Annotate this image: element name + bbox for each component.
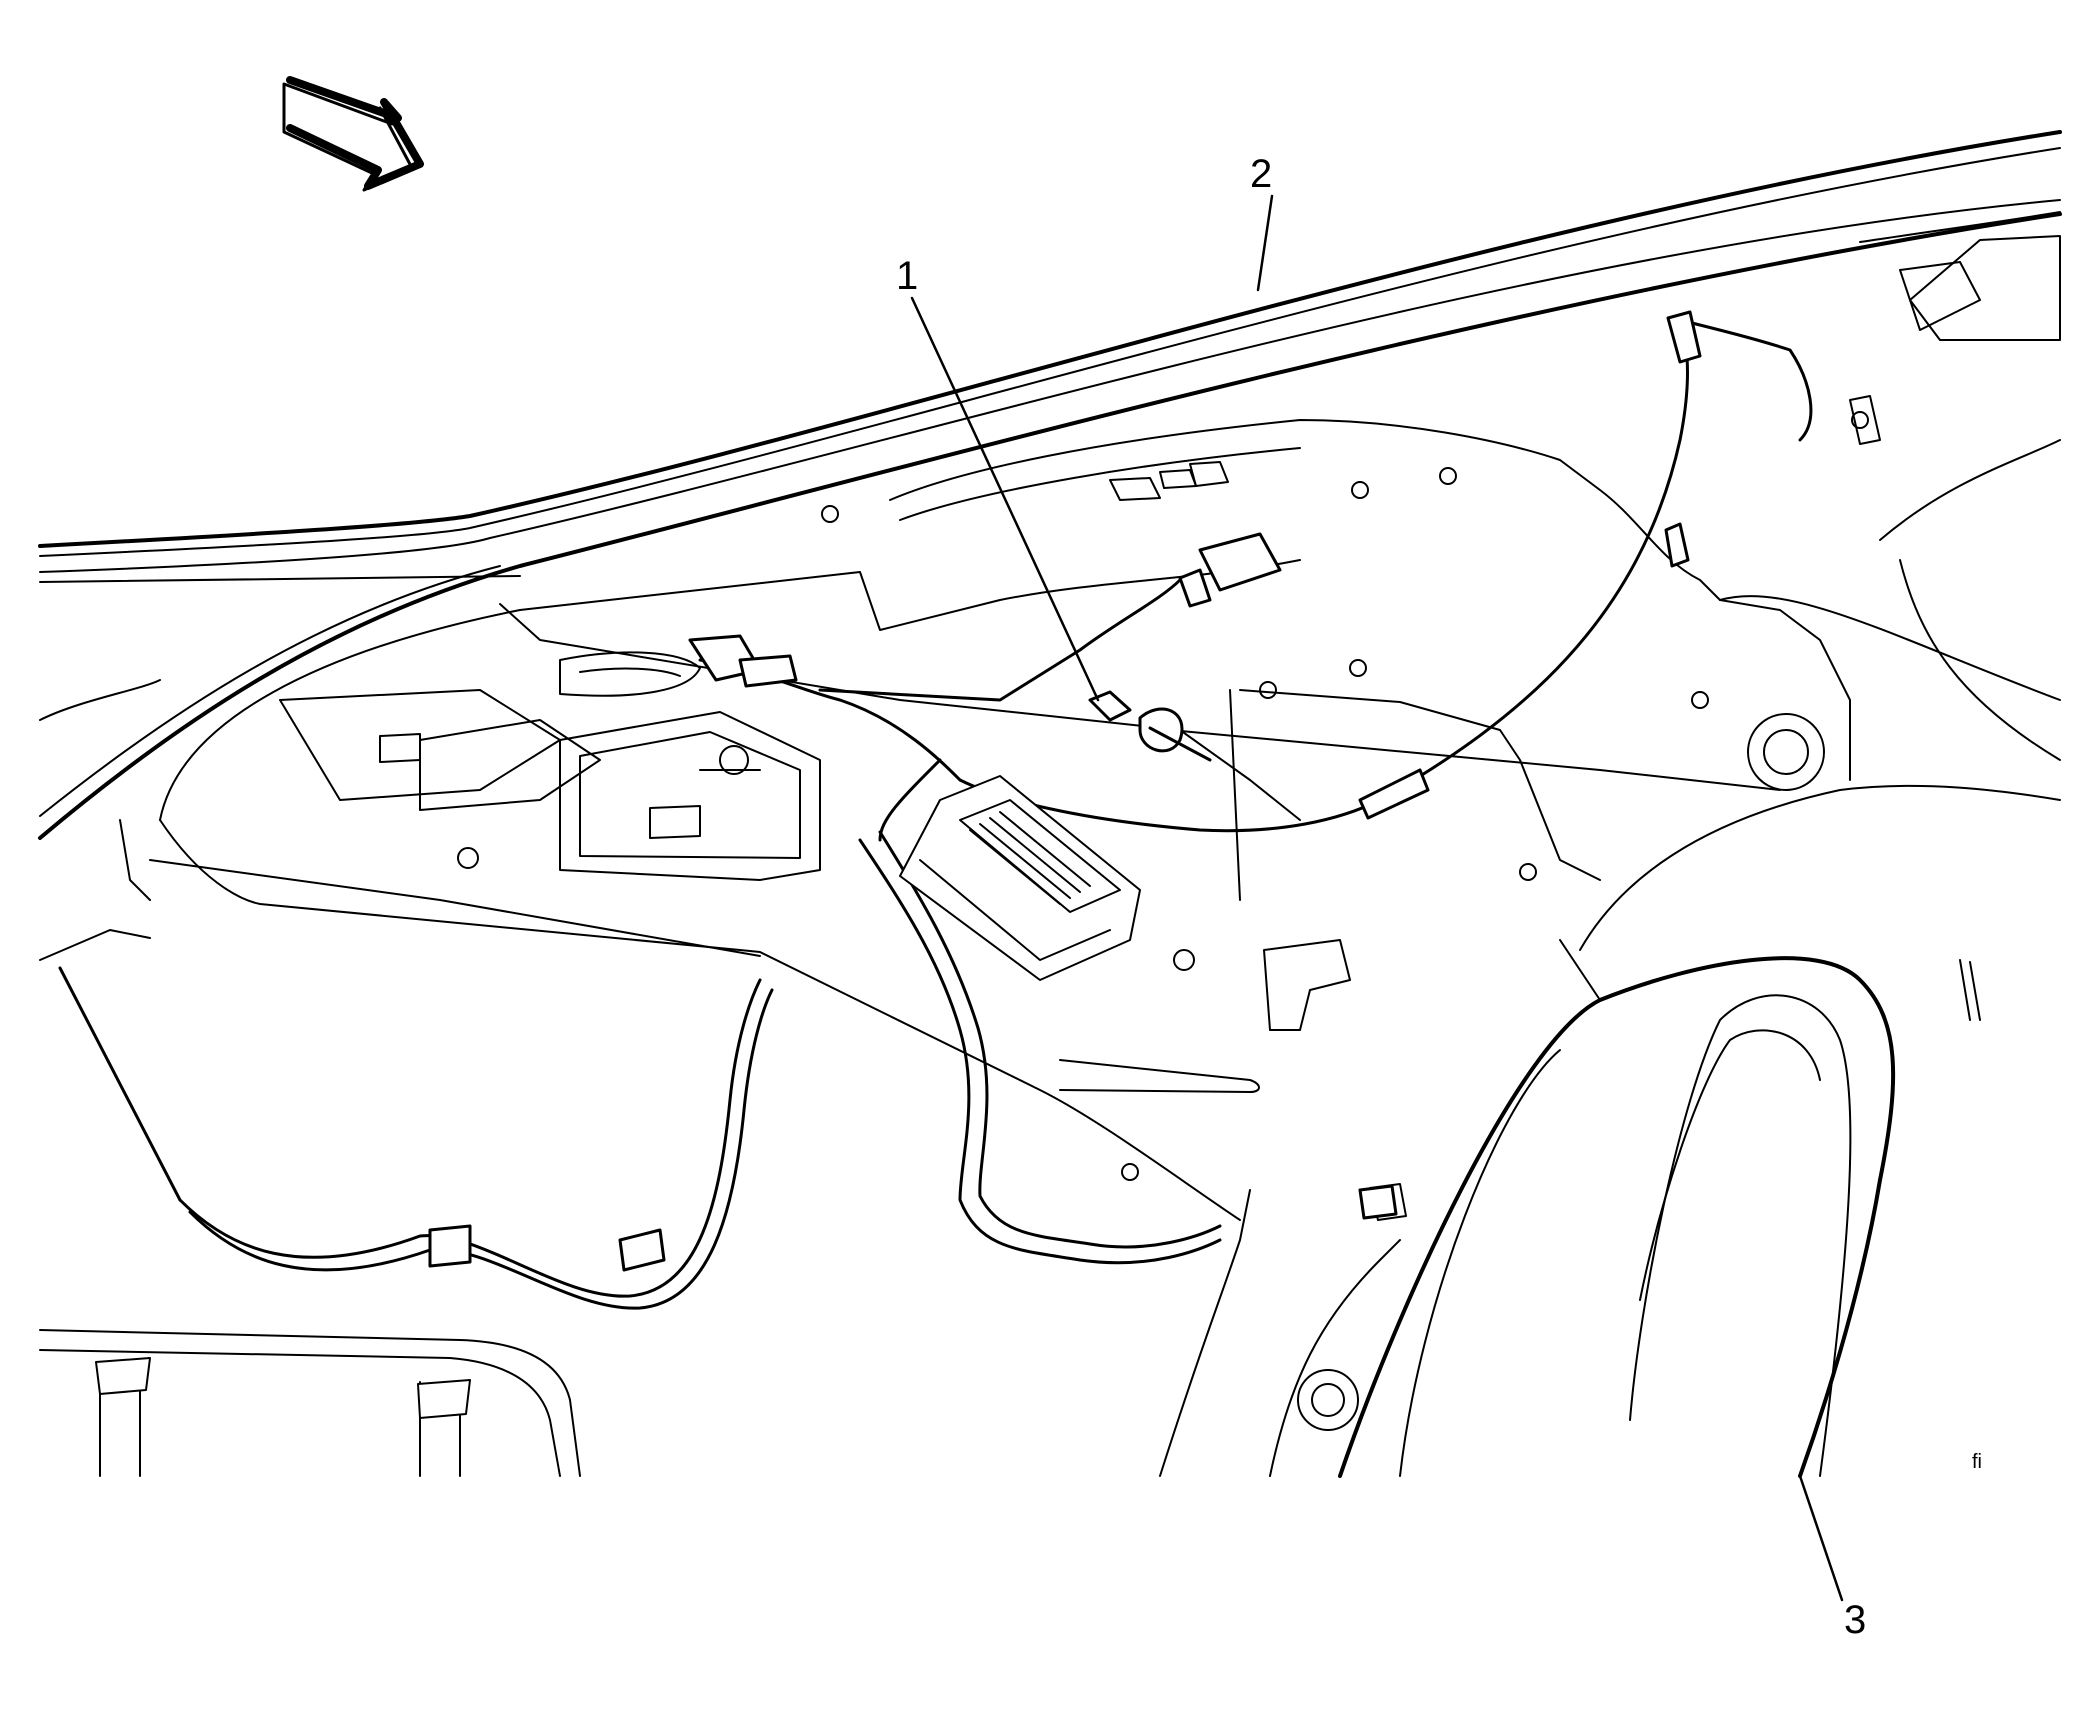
rear-trim-panel: [1338, 784, 2061, 1478]
wiring-harness: [58, 310, 1813, 1310]
leader-line-3: [1798, 1474, 1844, 1602]
drawing-id-mark: fi: [1972, 1451, 1982, 1473]
compartment-floor-outline: [149, 395, 2061, 1221]
lower-trim-panels: [39, 819, 1407, 1477]
leader-line-2: [1256, 194, 1274, 292]
callout-label-1: 1: [896, 254, 919, 298]
callout-label-2: 2: [1250, 152, 1273, 196]
callout-leader-lines: [910, 194, 1844, 1602]
view-direction-arrow-icon: [282, 76, 424, 192]
control-module: [899, 775, 1141, 981]
leader-line-1: [910, 296, 1100, 702]
callout-label-3: 3: [1844, 1598, 1867, 1642]
body-panel-upper-edge: [38, 130, 2062, 840]
